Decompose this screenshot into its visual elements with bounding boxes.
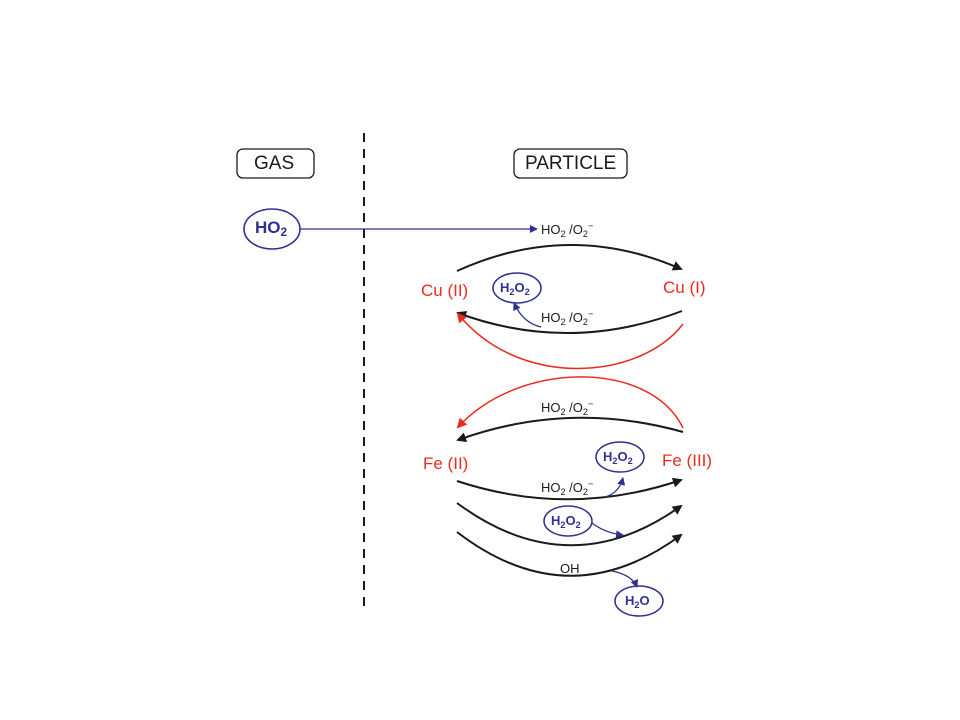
h2o-label: H2O [625, 593, 650, 610]
h2o2-fe-mid-branch [591, 522, 624, 539]
fe3-to-fe2-arrow [456, 416, 684, 442]
fe3-label: Fe (III) [662, 451, 713, 470]
fe2-to-fe3-arrow-1 [456, 477, 683, 501]
h2o2-fe-mid-ellipse [543, 505, 593, 537]
h2o-ellipse [614, 585, 664, 617]
particle-header-box [513, 148, 628, 179]
ho2-o2-label-4: HO2 /O2− [541, 479, 594, 497]
cu2-to-cu1-arrow [456, 244, 683, 272]
oh-label: OH [560, 561, 580, 576]
particle-header: PARTICLE [525, 153, 617, 174]
fe2-to-fe3-arrow-2 [456, 502, 683, 547]
h2o-branch [611, 570, 638, 588]
red-coupling-to-cu2 [456, 312, 684, 370]
gas-header: GAS [254, 153, 295, 174]
h2o2-cu-ellipse [492, 272, 542, 304]
h2o2-fe-top-ellipse [595, 441, 645, 473]
h2o2-fe-top-label: H2O2 [603, 449, 633, 466]
cu2-label: Cu (II) [421, 281, 469, 300]
gas-header-box [236, 148, 315, 179]
ho2-o2-label-2: HO2 /O2− [541, 309, 594, 327]
cu1-label: Cu (I) [663, 278, 706, 297]
h2o2-fe-top-branch [604, 477, 626, 498]
red-coupling-to-fe2 [456, 376, 684, 429]
cu1-to-cu2-arrow [456, 310, 683, 334]
h2o2-cu-label: H2O2 [500, 280, 530, 297]
h2o2-cu-branch [513, 302, 542, 328]
ho2-o2-label-3: HO2 /O2− [541, 399, 594, 417]
fe2-to-fe3-arrow-3 [456, 531, 683, 577]
fe2-label: Fe (II) [423, 454, 469, 473]
ho2-o2-label-1: HO2 /O2− [541, 221, 594, 239]
ho2-gas-label: HO2 [255, 218, 288, 239]
h2o2-fe-mid-label: H2O2 [551, 513, 581, 530]
